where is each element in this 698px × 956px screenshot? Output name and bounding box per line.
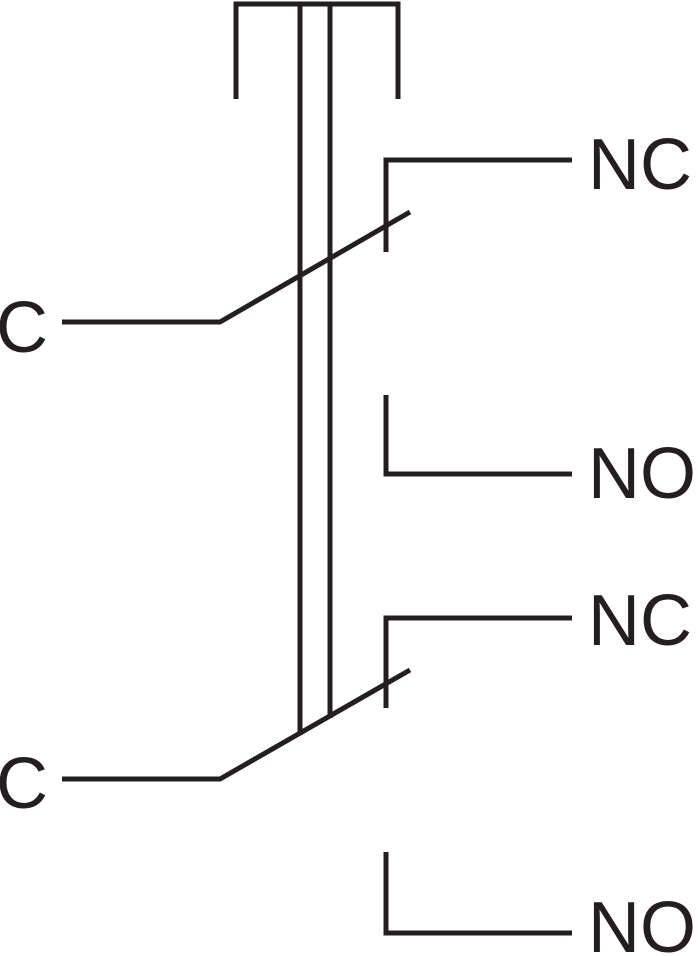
pole-1-common-wire: [62, 209, 412, 325]
pole-1-no-terminal: [383, 395, 572, 477]
pole-2-common-label: C: [0, 744, 48, 824]
pole-1-nc-label: NC: [588, 125, 692, 205]
pole-1-nc-terminal: [383, 157, 572, 252]
pole-2: C NC NO: [0, 581, 696, 956]
pole-2-nc-terminal: [383, 615, 572, 708]
pole-2-nc-label: NC: [588, 581, 692, 661]
pole-2-no-label: NO: [588, 888, 696, 956]
pole-2-common-wire: [62, 667, 412, 782]
pole-1-no-label: NO: [588, 434, 696, 514]
pole-2-no-terminal: [383, 852, 572, 936]
pole-1-common-label: C: [0, 288, 48, 368]
actuator-bracket: [233, 1, 401, 99]
pole-1: C NC NO: [0, 125, 696, 514]
